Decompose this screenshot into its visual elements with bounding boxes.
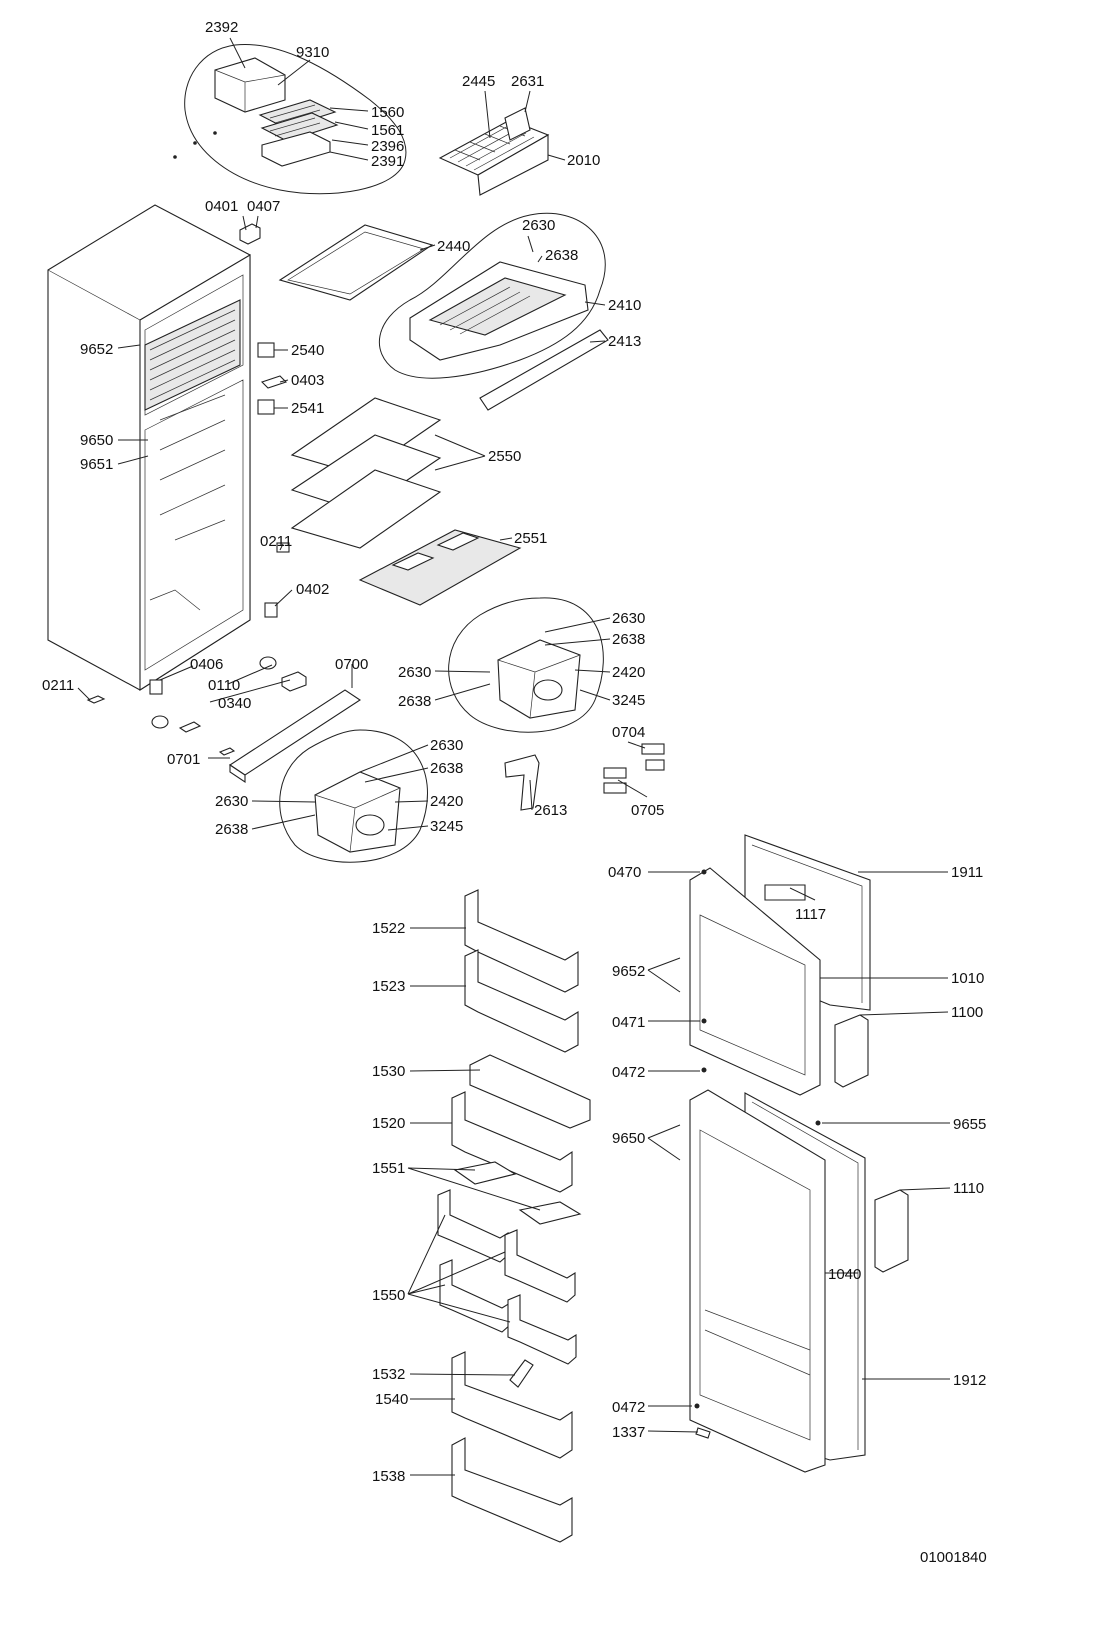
label-0407: 0407 bbox=[247, 198, 280, 215]
part-labels: 2392 9310 1560 1561 2396 2391 2445 2631 … bbox=[42, 19, 987, 1566]
label-9651: 9651 bbox=[80, 456, 113, 473]
label-1100: 1100 bbox=[951, 1004, 983, 1021]
label-0110: 0110 bbox=[208, 677, 240, 694]
label-2638-a: 2638 bbox=[545, 247, 578, 264]
label-9650-a: 9650 bbox=[80, 432, 113, 449]
label-3245-b: 3245 bbox=[430, 818, 463, 835]
label-2010: 2010 bbox=[567, 152, 600, 169]
label-2638-d: 2638 bbox=[430, 760, 463, 777]
label-2396: 2396 bbox=[371, 138, 404, 155]
label-1551: 1551 bbox=[372, 1160, 405, 1177]
label-2410: 2410 bbox=[608, 297, 641, 314]
label-0472-b: 0472 bbox=[612, 1399, 645, 1416]
label-2630-a: 2630 bbox=[522, 217, 555, 234]
label-1337: 1337 bbox=[612, 1424, 645, 1441]
label-9310: 9310 bbox=[296, 44, 329, 61]
label-0700: 0700 bbox=[335, 656, 368, 673]
freezer-grill-group bbox=[438, 107, 550, 196]
label-1550: 1550 bbox=[372, 1287, 405, 1304]
label-0471: 0471 bbox=[612, 1014, 645, 1031]
label-0470: 0470 bbox=[608, 864, 641, 881]
label-2630-d: 2630 bbox=[430, 737, 463, 754]
small-parts bbox=[86, 223, 665, 811]
label-0403: 0403 bbox=[291, 372, 324, 389]
leader-lines bbox=[77, 37, 951, 1476]
label-1010: 1010 bbox=[951, 970, 984, 987]
label-0701: 0701 bbox=[167, 751, 200, 768]
label-2420-a: 2420 bbox=[612, 664, 645, 681]
cabinet-body bbox=[47, 204, 251, 692]
doors bbox=[689, 834, 909, 1473]
freezer-basket-group bbox=[379, 212, 609, 411]
label-2631: 2631 bbox=[511, 73, 544, 90]
label-0211-a: 0211 bbox=[260, 533, 292, 550]
label-9650-b: 9650 bbox=[612, 1130, 645, 1147]
label-2630-c: 2630 bbox=[398, 664, 431, 681]
ice-tray-group bbox=[173, 43, 407, 195]
label-0472-a: 0472 bbox=[612, 1064, 645, 1081]
label-1117: 1117 bbox=[795, 906, 826, 923]
label-2440: 2440 bbox=[437, 238, 470, 255]
label-1040: 1040 bbox=[828, 1266, 861, 1283]
label-2445: 2445 bbox=[462, 73, 495, 90]
label-2638-c: 2638 bbox=[398, 693, 431, 710]
label-2420-b: 2420 bbox=[430, 793, 463, 810]
label-2391: 2391 bbox=[371, 153, 404, 170]
label-2630-e: 2630 bbox=[215, 793, 248, 810]
label-3245-a: 3245 bbox=[612, 692, 645, 709]
label-1540: 1540 bbox=[375, 1391, 408, 1408]
front-trim bbox=[229, 689, 361, 784]
door-bins bbox=[437, 889, 591, 1543]
label-0211-b: 0211 bbox=[42, 677, 74, 694]
label-1911: 1911 bbox=[951, 864, 983, 881]
label-2613: 2613 bbox=[534, 802, 567, 819]
label-0401: 0401 bbox=[205, 198, 238, 215]
label-1522: 1522 bbox=[372, 920, 405, 937]
label-2630-b: 2630 bbox=[612, 610, 645, 627]
label-1530: 1530 bbox=[372, 1063, 405, 1080]
label-2638-b: 2638 bbox=[612, 631, 645, 648]
glass-shelves bbox=[278, 224, 522, 606]
label-9655: 9655 bbox=[953, 1116, 986, 1133]
label-2540: 2540 bbox=[291, 342, 324, 359]
label-1532: 1532 bbox=[372, 1366, 405, 1383]
crisper-lower-group bbox=[279, 729, 428, 863]
label-2392: 2392 bbox=[205, 19, 238, 36]
label-2638-e: 2638 bbox=[215, 821, 248, 838]
label-0402: 0402 bbox=[296, 581, 329, 598]
label-1538: 1538 bbox=[372, 1468, 405, 1485]
label-0340: 0340 bbox=[218, 695, 251, 712]
label-2551: 2551 bbox=[514, 530, 547, 547]
label-0704: 0704 bbox=[612, 724, 645, 741]
label-2550: 2550 bbox=[488, 448, 521, 465]
label-1560: 1560 bbox=[371, 104, 404, 121]
drawing-number: 01001840 bbox=[920, 1549, 987, 1566]
label-9652-a: 9652 bbox=[80, 341, 113, 358]
label-0705: 0705 bbox=[631, 802, 664, 819]
crisper-upper-group bbox=[448, 597, 604, 733]
label-2541: 2541 bbox=[291, 400, 324, 417]
label-1520: 1520 bbox=[372, 1115, 405, 1132]
label-1561: 1561 bbox=[371, 122, 404, 139]
label-1523: 1523 bbox=[372, 978, 405, 995]
label-2413: 2413 bbox=[608, 333, 641, 350]
label-1110: 1110 bbox=[953, 1180, 984, 1197]
label-0406: 0406 bbox=[190, 656, 223, 673]
label-1912: 1912 bbox=[953, 1372, 986, 1389]
label-9652-b: 9652 bbox=[612, 963, 645, 980]
